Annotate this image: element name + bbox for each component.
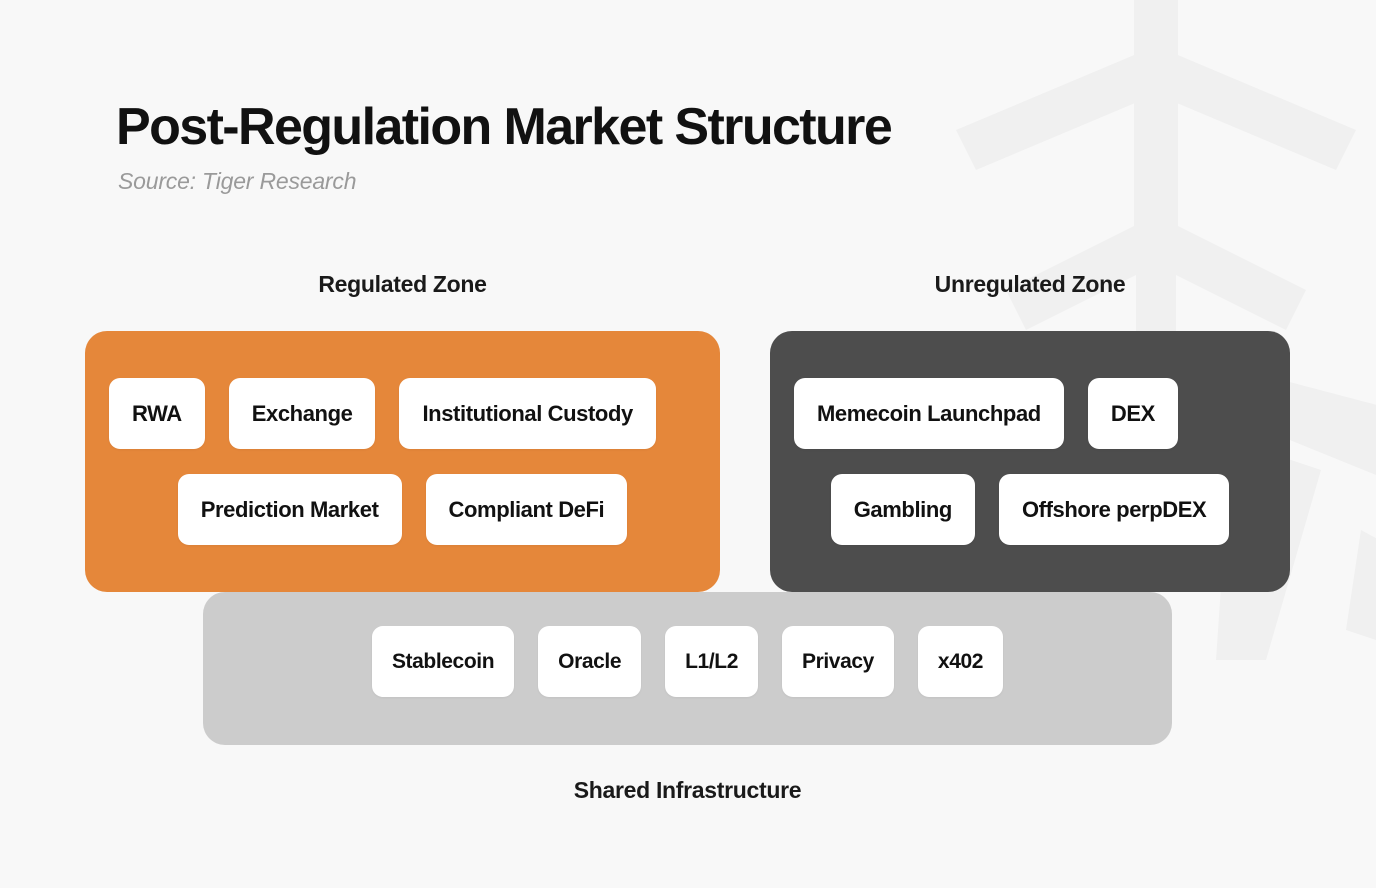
regulated-zone-card[interactable]: RWA <box>109 378 205 449</box>
shared-infrastructure-card[interactable]: Stablecoin <box>371 626 515 697</box>
unregulated-zone-card[interactable]: Memecoin Launchpad <box>794 378 1064 449</box>
header: Post-Regulation Market Structure Source:… <box>116 98 893 195</box>
unregulated-zone-heading: Unregulated Zone <box>934 271 1126 297</box>
shared-infrastructure-card[interactable]: Oracle <box>538 626 642 697</box>
source-attribution: Source: Tiger Research <box>118 168 357 195</box>
shared-infrastructure-card[interactable]: x402 <box>917 626 1004 697</box>
unregulated-zone-panel: Memecoin Launchpad DEX Gambling Offshore… <box>770 331 1290 592</box>
regulated-zone-panel: RWA Exchange Institutional Custody Predi… <box>85 331 720 592</box>
regulated-zone-card[interactable]: Compliant DeFi <box>425 474 628 545</box>
shared-infrastructure-card[interactable]: Privacy <box>781 626 894 697</box>
regulated-zone-card[interactable]: Exchange <box>228 378 376 449</box>
shared-infrastructure-card-list: Stablecoin Oracle L1/L2 Privacy x402 <box>371 626 1004 697</box>
unregulated-zone-row: Memecoin Launchpad DEX <box>794 378 1266 449</box>
shared-infrastructure-card[interactable]: L1/L2 <box>665 626 758 697</box>
page-title: Post-Regulation Market Structure <box>116 98 893 156</box>
unregulated-zone-card[interactable]: Offshore perpDEX <box>998 474 1230 545</box>
regulated-zone-card[interactable]: Institutional Custody <box>399 378 656 449</box>
regulated-zone-heading: Regulated Zone <box>318 271 487 297</box>
shared-infrastructure-label: Shared Infrastructure <box>573 777 802 803</box>
regulated-zone-card[interactable]: Prediction Market <box>177 474 402 545</box>
regulated-zone-row: RWA Exchange Institutional Custody <box>109 378 696 449</box>
shared-infrastructure-band: Stablecoin Oracle L1/L2 Privacy x402 <box>203 592 1172 745</box>
unregulated-zone-row: Gambling Offshore perpDEX <box>794 474 1266 545</box>
unregulated-zone-card[interactable]: DEX <box>1087 378 1178 449</box>
regulated-zone-row: Prediction Market Compliant DeFi <box>109 474 696 545</box>
unregulated-zone-card[interactable]: Gambling <box>830 474 975 545</box>
